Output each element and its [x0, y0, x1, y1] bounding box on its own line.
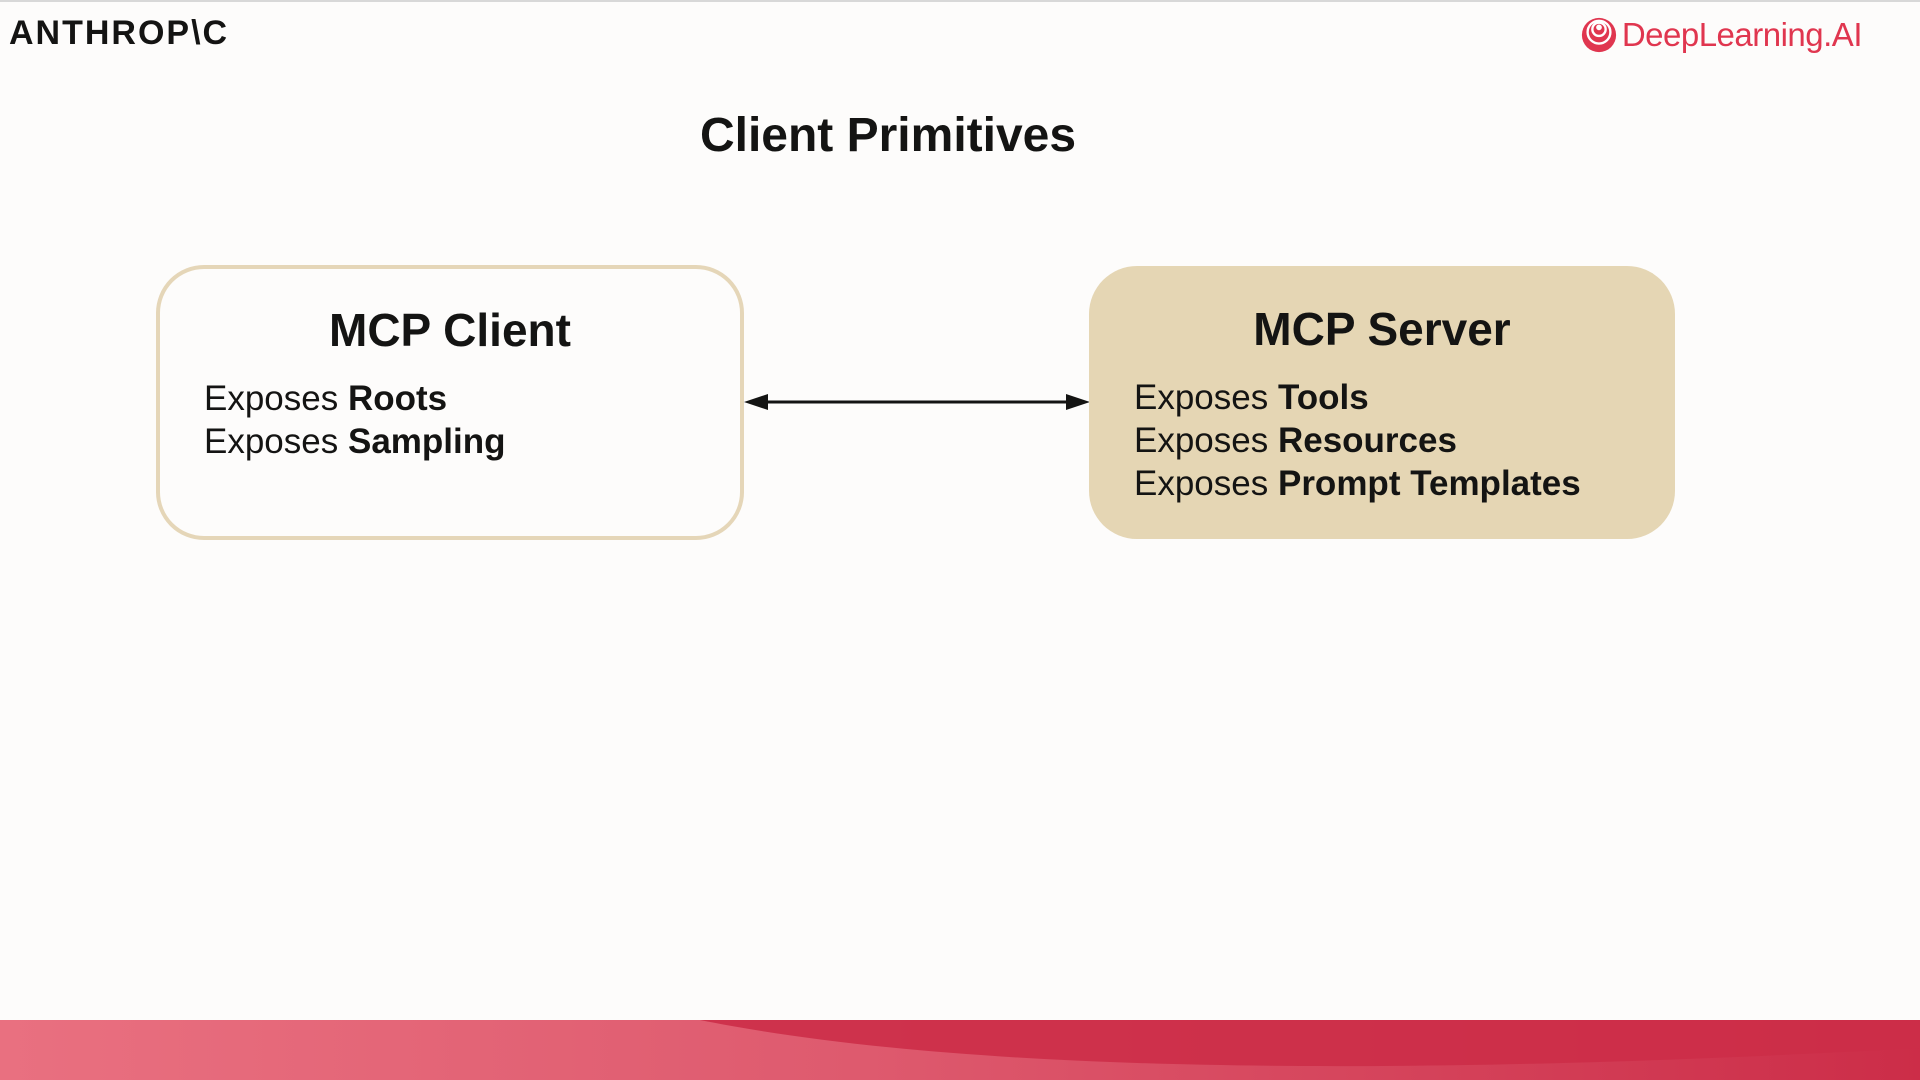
- roots-label: Roots: [347, 379, 448, 418]
- footer-wave-band: [0, 1020, 1920, 1080]
- mcp-client-box: MCP Client Exposes Roots Exposes Samplin…: [156, 265, 744, 540]
- client-primitive-item: Exposes Sampling: [204, 422, 506, 461]
- server-primitive-item: Exposes Prompt Templates: [1134, 464, 1581, 503]
- top-divider: [0, 0, 1920, 2]
- server-primitives-list: Exposes Tools Exposes Resources Exposes …: [1089, 376, 1675, 505]
- deeplearning-ai-logo-icon: [1581, 17, 1616, 53]
- sampling-label: Sampling: [347, 422, 506, 461]
- deeplearning-ai-logo: DeepLearning.AI: [1580, 16, 1863, 54]
- arrow-head-right: [1066, 394, 1090, 410]
- server-primitive-item: Exposes Tools: [1134, 378, 1369, 417]
- mcp-server-title: MCP Server: [1253, 303, 1511, 355]
- prompt-templates-label: Prompt Templates: [1277, 464, 1581, 503]
- client-primitive-item: Exposes Roots: [204, 379, 448, 418]
- server-primitive-item: Exposes Resources: [1134, 421, 1457, 460]
- anthropic-logo: ANTHROP\C: [9, 14, 230, 52]
- deeplearning-ai-wordmark: DeepLearning.AI: [1621, 16, 1863, 53]
- mcp-client-title: MCP Client: [329, 304, 571, 356]
- slide-title: Client Primitives: [699, 109, 1077, 162]
- mcp-server-box: MCP Server Exposes Tools Exposes Resourc…: [1089, 266, 1675, 539]
- bidirectional-arrow: [744, 394, 1090, 410]
- resources-label: Resources: [1277, 421, 1457, 460]
- client-primitives-list: Exposes Roots Exposes Sampling: [160, 377, 740, 463]
- arrow-head-left: [744, 394, 768, 410]
- tools-label: Tools: [1277, 378, 1369, 417]
